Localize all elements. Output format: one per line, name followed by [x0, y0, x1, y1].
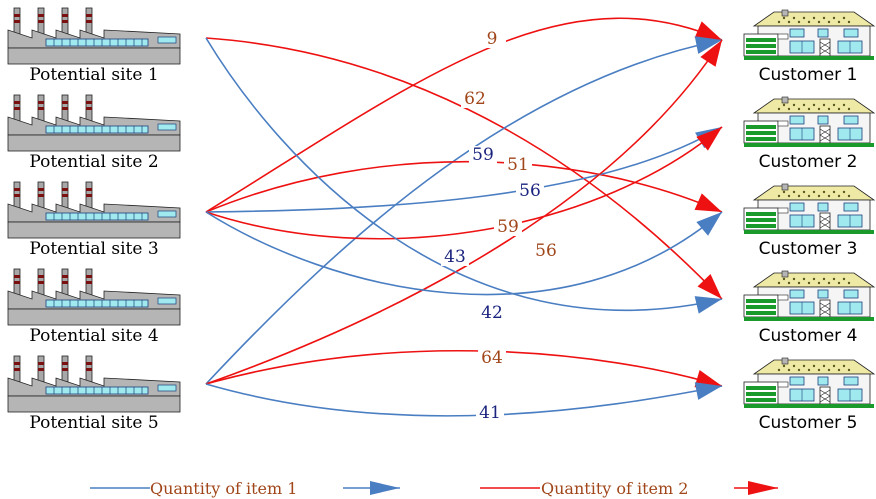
flow-arrowhead: [694, 193, 722, 212]
site-label: Potential site 4: [29, 326, 158, 346]
flow-arrowhead: [694, 36, 722, 54]
flow-quantity-label: 51: [507, 155, 529, 175]
site-label: Potential site 1: [29, 65, 158, 85]
site-2: Potential site 2: [7, 94, 181, 172]
legend-label-item-2: Quantity of item 2: [541, 479, 688, 498]
flow-quantity-label: 42: [481, 303, 503, 323]
flow-arrowhead: [697, 274, 722, 299]
flow-line-item-2-site-5-to-customer-5: [205, 350, 723, 387]
flow-line-item-1-site-3-to-customer-3: [205, 211, 723, 296]
legend-arrowhead-item-2: [748, 481, 778, 495]
flow-arrowhead: [696, 127, 722, 151]
customer-label: Customer 4: [759, 326, 858, 346]
flow-line-item-2-site-3-to-customer-3: [205, 160, 723, 213]
flow-label-bg: [476, 404, 504, 422]
house-icon: [743, 357, 875, 409]
flow-line-item-1-site-5-to-customer-5: [205, 383, 723, 417]
customer-4: Customer 4: [743, 270, 875, 346]
customer-label: Customer 2: [759, 152, 858, 172]
flow-line-item-2-site-5-to-customer-1: [205, 39, 723, 385]
customer-1: Customer 1: [743, 9, 875, 85]
flow-label-bg: [478, 304, 506, 322]
flow-line-item-2-site-3-to-customer-1: [205, 17, 723, 213]
legend-arrowhead-item-1: [370, 481, 400, 495]
legend-item-1: Quantity of item 1: [90, 479, 400, 498]
flow-line-item-1-site-3-to-customer-2: [205, 126, 723, 213]
factory-icon: [7, 355, 181, 413]
flow-label-bg: [516, 182, 544, 200]
house-icon: [743, 9, 875, 61]
site-1: Potential site 1: [7, 7, 181, 85]
flow-arrowhead: [696, 212, 722, 236]
site-5: Potential site 5: [7, 355, 181, 433]
factory-icon: [7, 7, 181, 65]
flow-label-bg: [504, 156, 532, 174]
site-4: Potential site 4: [7, 268, 181, 346]
house-icon: [743, 96, 875, 148]
site-label: Potential site 3: [29, 239, 158, 259]
factory-icon: [7, 94, 181, 152]
site-label: Potential site 2: [29, 152, 158, 172]
flow-arrowhead: [694, 21, 722, 40]
factory-icon: [7, 181, 181, 239]
flow-arrowhead: [694, 382, 722, 400]
customer-5: Customer 5: [743, 357, 875, 433]
customer-3: Customer 3: [743, 183, 875, 259]
flow-label-bg: [441, 248, 469, 266]
legend-label-item-1: Quantity of item 1: [150, 479, 297, 498]
customer-label: Customer 5: [759, 413, 858, 433]
flow-line-item-2-site-1-to-customer-4: [205, 37, 723, 300]
house-icon: [743, 270, 875, 322]
flow-label-bg: [478, 349, 506, 367]
flow-line-item-1-site-1-to-customer-4: [205, 37, 723, 311]
flow-arrowhead: [700, 40, 722, 67]
house-icon: [743, 183, 875, 235]
nodes-layer: Potential site 1 Potential site 2 Potentia…: [7, 7, 875, 433]
flow-line-item-1-site-5-to-customer-1: [205, 39, 723, 385]
flow-quantity-label: 59: [472, 145, 494, 165]
flow-quantity-label: 9: [487, 29, 498, 49]
flow-label-bg: [461, 90, 489, 108]
flow-quantity-label: 41: [479, 403, 501, 423]
site-3: Potential site 3: [7, 181, 181, 259]
flow-line-item-2-site-3-to-customer-2: [205, 126, 723, 240]
flow-arrowhead: [694, 370, 722, 388]
flow-quantity-label: 64: [481, 348, 503, 368]
customer-label: Customer 3: [759, 239, 858, 259]
flow-label-bg: [532, 242, 560, 260]
flow-arrowhead: [694, 296, 722, 314]
flow-label-bg: [494, 218, 522, 236]
flow-quantity-label: 62: [464, 89, 486, 109]
flow-label-bg: [478, 30, 506, 48]
site-label: Potential site 5: [29, 413, 158, 433]
legend: Quantity of item 1 Quantity of item 2: [90, 479, 778, 498]
flow-quantity-label: 43: [444, 247, 466, 267]
factory-icon: [7, 268, 181, 326]
customer-2: Customer 2: [743, 96, 875, 172]
legend-item-2: Quantity of item 2: [480, 479, 778, 498]
flow-quantity-label: 56: [535, 241, 557, 261]
flow-label-bg: [469, 146, 497, 164]
customer-label: Customer 1: [759, 65, 858, 85]
flow-quantity-label: 56: [519, 181, 541, 201]
flow-quantity-label: 59: [497, 217, 519, 237]
flows-layer: [205, 17, 723, 417]
